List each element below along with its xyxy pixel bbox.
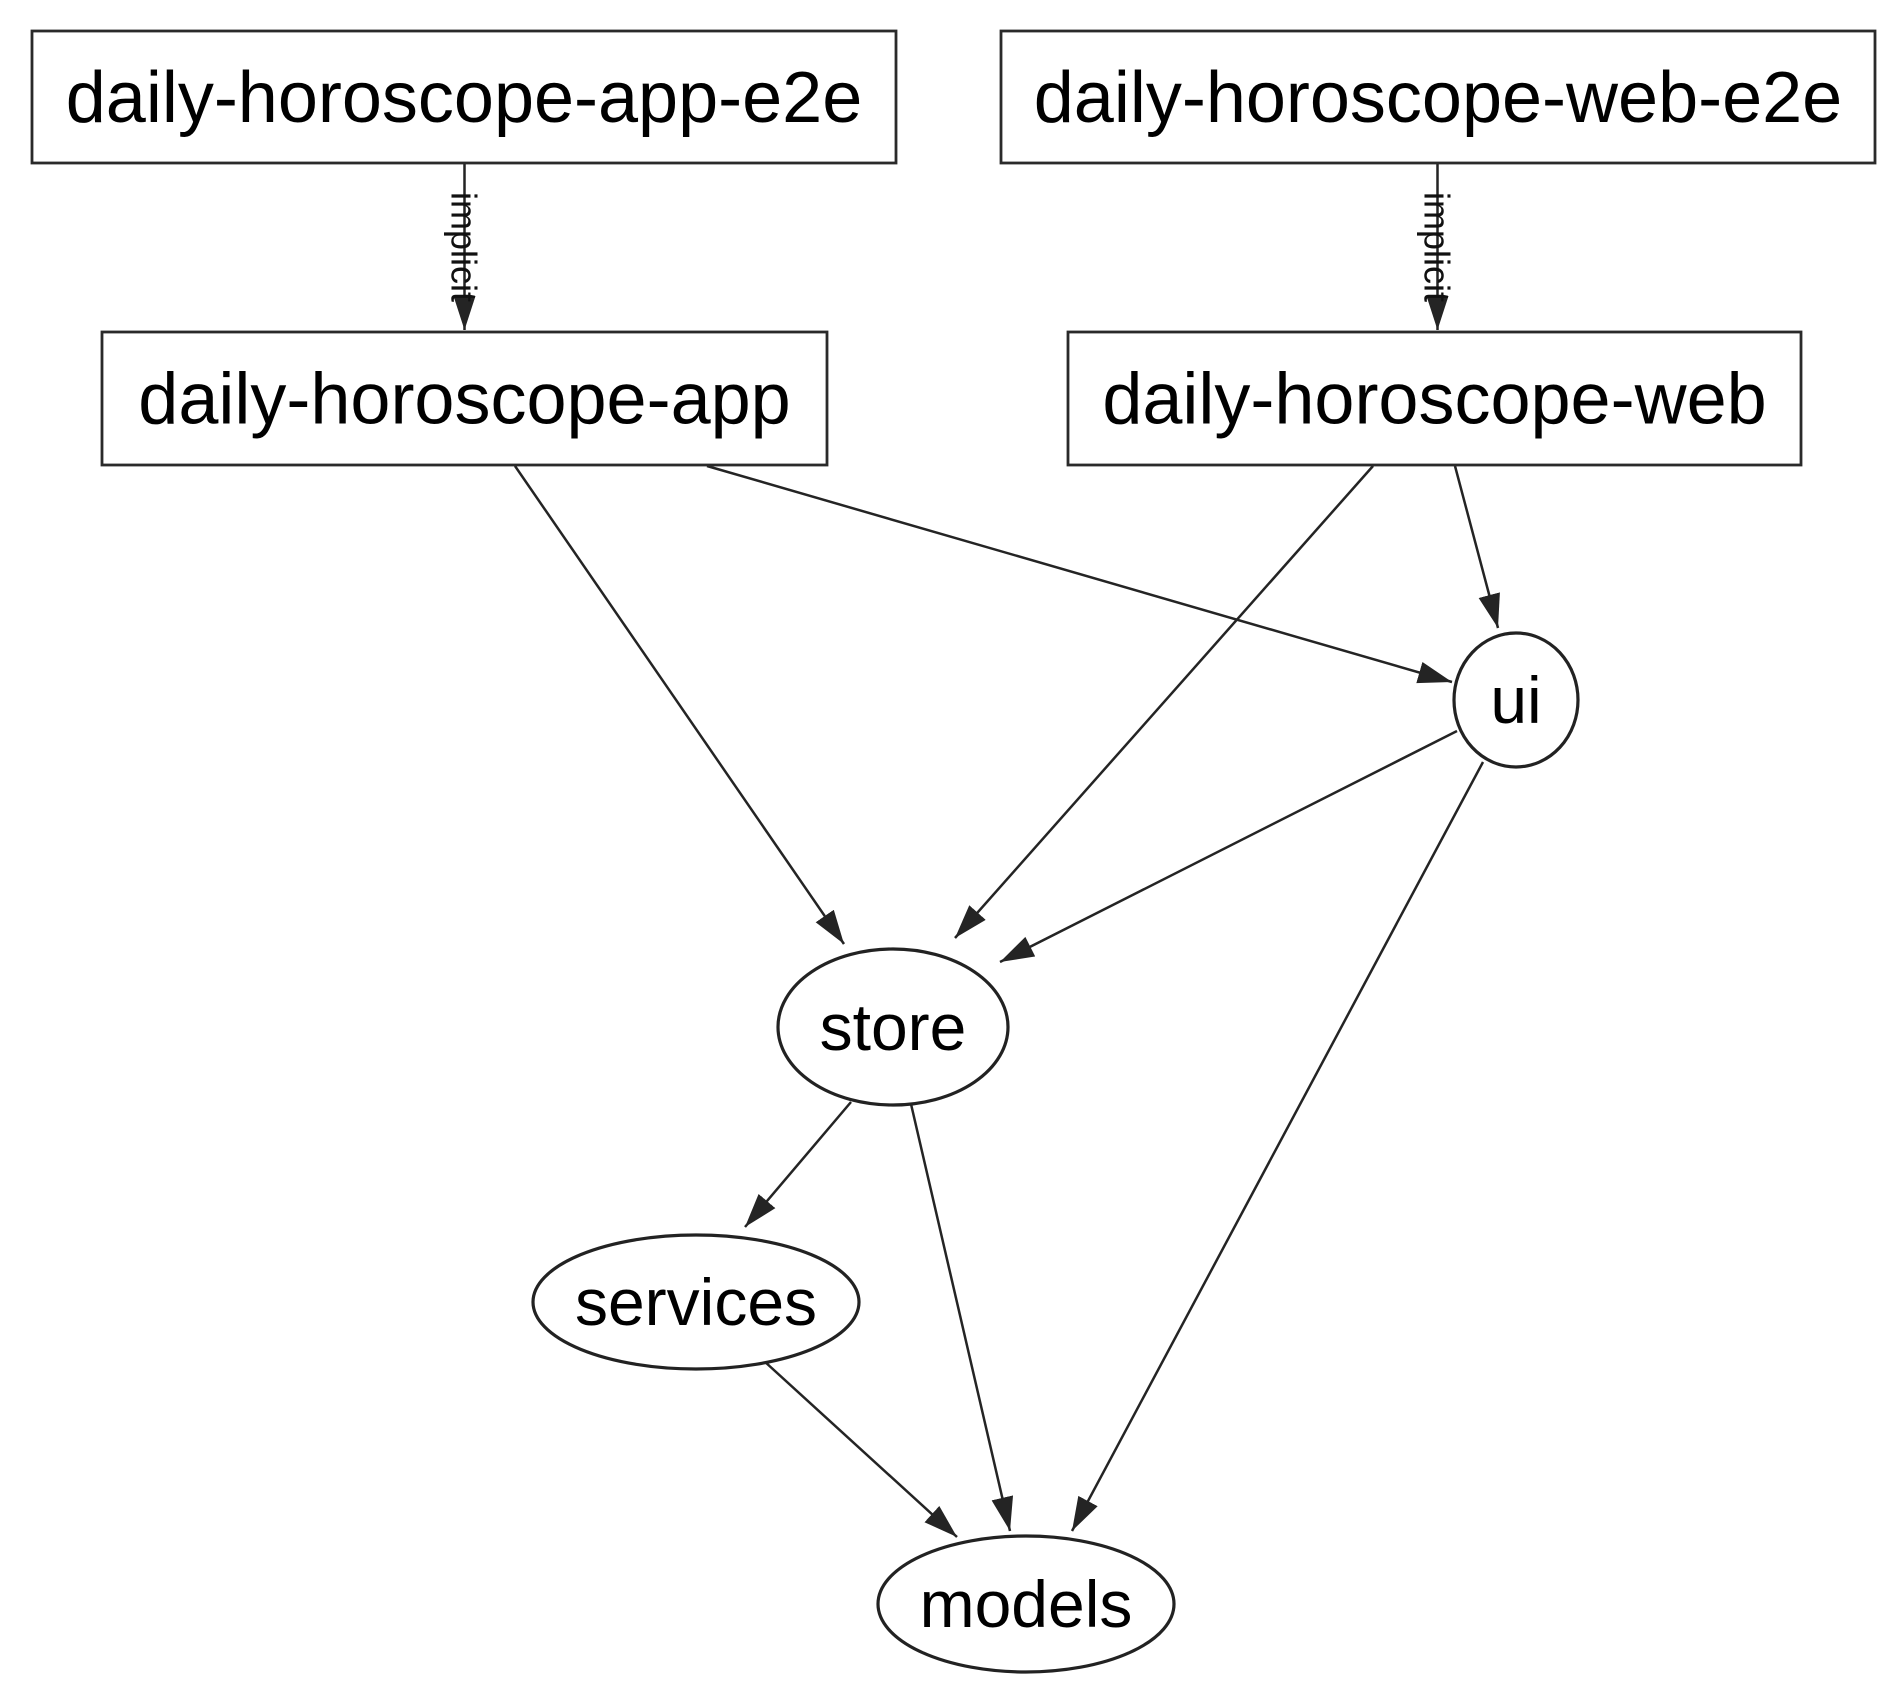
node-layer: daily-horoscope-app-e2e daily-horoscope-…	[30, 29, 1877, 1674]
node-label-daily-horoscope-app: daily-horoscope-app	[138, 360, 790, 440]
node-box-daily-horoscope-app	[100, 330, 829, 467]
node-ellipse-ui	[1452, 631, 1580, 769]
edge-ui-to-store	[999, 729, 1458, 964]
node-ellipse-services	[531, 1233, 861, 1371]
edge-store-to-models	[909, 1103, 1014, 1532]
node-ellipse-models	[876, 1534, 1176, 1674]
edge-store-to-services	[744, 1101, 852, 1228]
node-label-store: store	[820, 990, 967, 1064]
node-label-services: services	[575, 1265, 817, 1339]
node-label-models: models	[920, 1567, 1133, 1641]
node-box-daily-horoscope-web-e2e	[999, 29, 1877, 165]
node-label-daily-horoscope-app-e2e: daily-horoscope-app-e2e	[66, 58, 863, 138]
edge-app-to-ui	[706, 464, 1453, 684]
node-box-daily-horoscope-app-e2e	[30, 29, 898, 165]
edge-label-implicit-app: implicit	[443, 192, 484, 302]
edge-layer: implicit implicit	[443, 163, 1500, 1538]
edge-label-implicit-web: implicit	[1416, 192, 1457, 302]
node-label-ui: ui	[1490, 663, 1541, 737]
edge-services-to-models	[763, 1360, 958, 1538]
node-label-daily-horoscope-web-e2e: daily-horoscope-web-e2e	[1034, 58, 1842, 138]
node-label-daily-horoscope-web: daily-horoscope-web	[1102, 360, 1766, 440]
edge-web-to-ui	[1453, 465, 1500, 629]
edge-app-to-store	[513, 465, 846, 945]
edge-web-to-store	[954, 465, 1374, 939]
edge-ui-to-models	[1070, 761, 1485, 1532]
node-box-daily-horoscope-web	[1066, 330, 1803, 467]
node-ellipse-store	[776, 947, 1010, 1107]
